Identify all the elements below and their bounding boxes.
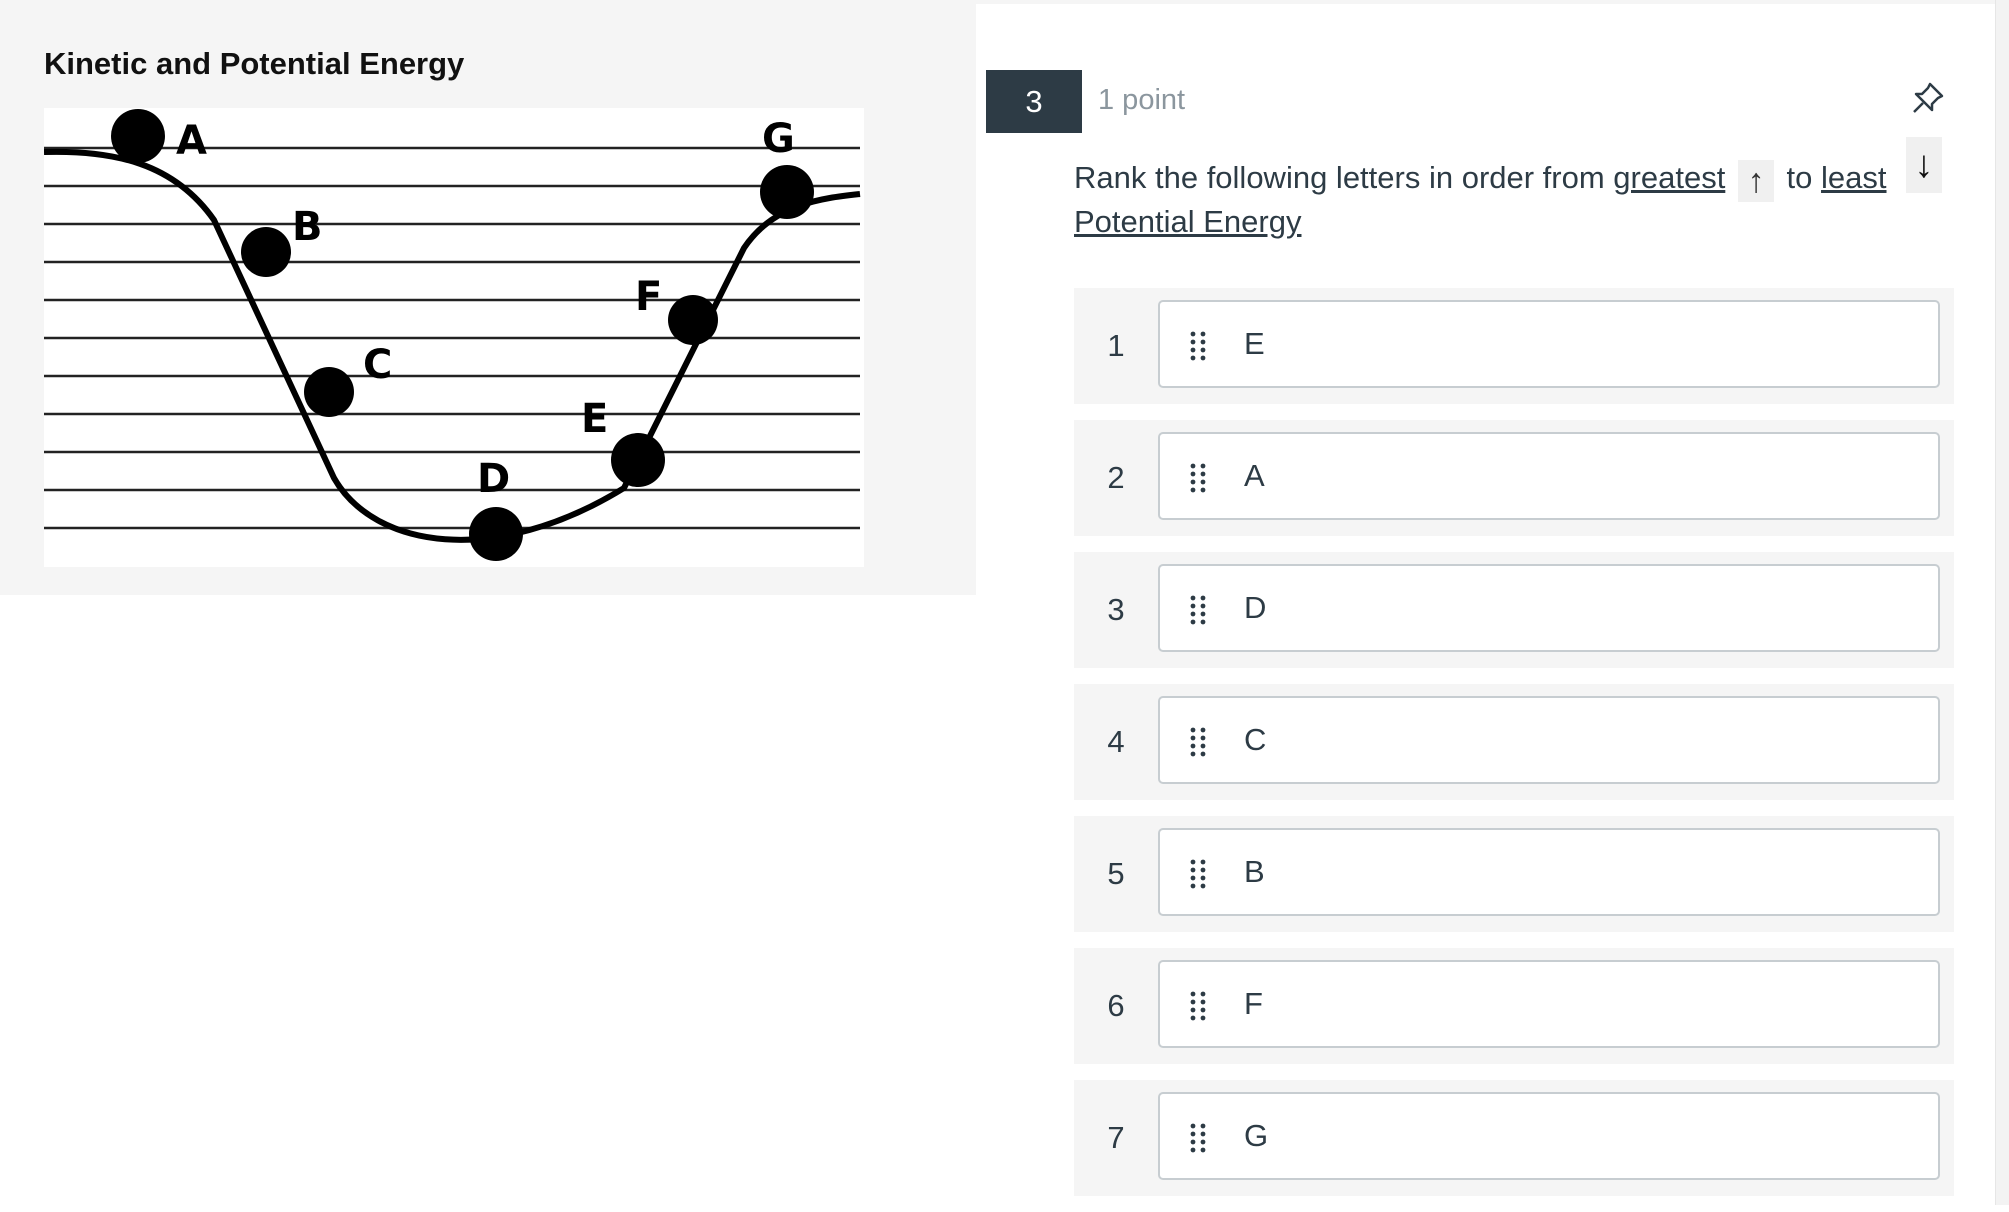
ranking-row: 4 C bbox=[1074, 684, 1954, 800]
ranking-row: 5 B bbox=[1074, 816, 1954, 932]
rank-position: 1 bbox=[1107, 328, 1125, 363]
drag-handle-icon bbox=[1190, 595, 1206, 625]
question-prompt: Rank the following letters in order from… bbox=[1074, 158, 1954, 242]
stimulus-panel: Kinetic and Potential Energy bbox=[0, 4, 976, 595]
figure-label-b: B bbox=[292, 204, 323, 250]
ranking-row: 7 G bbox=[1074, 1080, 1954, 1196]
figure-label-g: G bbox=[762, 116, 795, 162]
rank-position: 2 bbox=[1107, 460, 1125, 495]
ranking-row: 6 F bbox=[1074, 948, 1954, 1064]
rank-position: 4 bbox=[1107, 724, 1125, 759]
figure-label-d: D bbox=[477, 456, 510, 502]
ranking-item-label: C bbox=[1244, 722, 1267, 757]
scrollbar[interactable] bbox=[1995, 0, 2009, 1205]
ranking-item-draggable[interactable]: E bbox=[1158, 300, 1940, 388]
rank-position: 3 bbox=[1107, 592, 1125, 627]
ranking-item-draggable[interactable]: D bbox=[1158, 564, 1940, 652]
drag-handle-icon bbox=[1190, 1123, 1206, 1153]
figure-label-a: A bbox=[176, 118, 207, 164]
question-number-badge: 3 bbox=[986, 70, 1082, 133]
ranking-list: 1 E 2 A 3 D 4 C 5 B 6 bbox=[1074, 288, 1954, 1212]
drag-handle-icon bbox=[1190, 991, 1206, 1021]
ranking-item-draggable[interactable]: A bbox=[1158, 432, 1940, 520]
rank-position: 6 bbox=[1107, 988, 1125, 1023]
ranking-item-label: D bbox=[1244, 590, 1267, 625]
prompt-greatest: greatest bbox=[1613, 160, 1726, 195]
arrow-down-icon: ↓ bbox=[1906, 137, 1942, 193]
drag-handle-icon bbox=[1190, 331, 1206, 361]
ranking-item-label: B bbox=[1244, 854, 1265, 889]
figure-label-f: F bbox=[635, 274, 662, 320]
ranking-item-draggable[interactable]: C bbox=[1158, 696, 1940, 784]
pin-icon[interactable] bbox=[1910, 80, 1946, 116]
energy-track-figure: A B C D E F G bbox=[44, 108, 864, 567]
prompt-potential-energy: Potential Energy bbox=[1074, 204, 1302, 239]
drag-handle-icon bbox=[1190, 859, 1206, 889]
prompt-text-to: to bbox=[1777, 160, 1822, 195]
prompt-least: least bbox=[1821, 160, 1887, 195]
figure-label-c: C bbox=[363, 342, 392, 388]
arrow-up-icon: ↑ bbox=[1737, 160, 1774, 202]
ranking-item-label: F bbox=[1244, 986, 1263, 1021]
ranking-item-draggable[interactable]: B bbox=[1158, 828, 1940, 916]
rank-position: 7 bbox=[1107, 1120, 1125, 1155]
ranking-item-draggable[interactable]: G bbox=[1158, 1092, 1940, 1180]
rank-position: 5 bbox=[1107, 856, 1125, 891]
ranking-row: 2 A bbox=[1074, 420, 1954, 536]
drag-handle-icon bbox=[1190, 463, 1206, 493]
figure-label-e: E bbox=[581, 396, 608, 442]
ranking-item-draggable[interactable]: F bbox=[1158, 960, 1940, 1048]
top-border bbox=[0, 0, 2009, 4]
ranking-item-label: A bbox=[1244, 458, 1265, 493]
prompt-text-start: Rank the following letters in order from bbox=[1074, 160, 1614, 195]
energy-track-diagram: A B C D E F G bbox=[44, 109, 861, 561]
ranking-item-label: G bbox=[1244, 1118, 1269, 1153]
ranking-row: 1 E bbox=[1074, 288, 1954, 404]
ranking-row: 3 D bbox=[1074, 552, 1954, 668]
drag-handle-icon bbox=[1190, 727, 1206, 757]
stimulus-title: Kinetic and Potential Energy bbox=[44, 46, 465, 81]
ranking-item-label: E bbox=[1244, 326, 1265, 361]
question-points: 1 point bbox=[1098, 84, 1186, 116]
